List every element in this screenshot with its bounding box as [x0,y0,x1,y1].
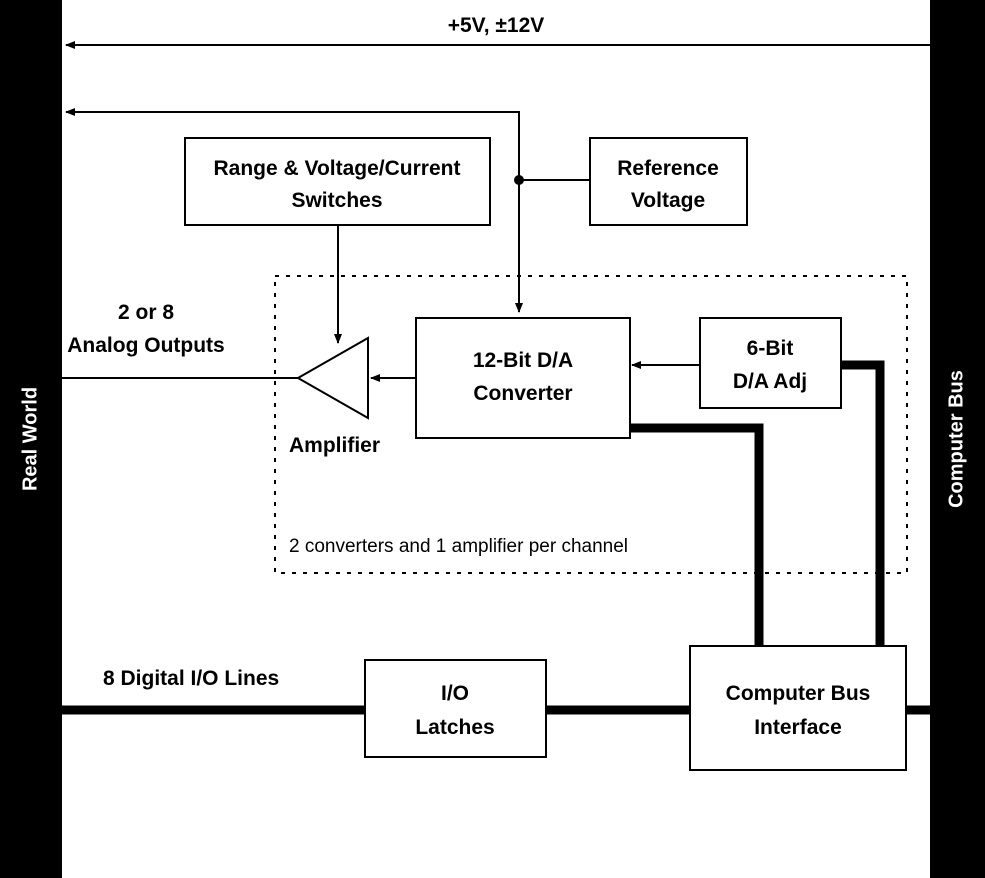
adj-bus-line [841,360,885,646]
dac-6bit-block: 6-Bit D/A Adj [699,317,842,409]
amplifier-symbol [295,336,369,420]
range-switches-block: Range & Voltage/Current Switches [184,137,491,226]
dac-6bit-line2: D/A Adj [733,370,807,393]
reference-voltage-block: Reference Voltage [589,137,748,226]
dac-12bit-line1: 12-Bit D/A [473,349,573,372]
amplifier-label: Amplifier [289,434,380,457]
dac-12bit-line2: Converter [473,382,572,405]
dac-6bit-line1: 6-Bit [747,337,794,360]
real-world-label: Real World [19,387,41,491]
power-label: +5V, ±12V [448,14,545,37]
digital-io-label: 8 Digital I/O Lines [103,667,279,690]
reference-voltage-line2: Voltage [631,189,705,212]
dac-bus-line [630,423,764,646]
dac-12bit-block: 12-Bit D/A Converter [415,317,631,439]
range-switches-line2: Switches [291,189,382,212]
range-switches-line1: Range & Voltage/Current [214,157,461,180]
io-latches-line2: Latches [415,716,494,739]
io-latches-block: I/O Latches [364,659,547,758]
channel-boundary [274,275,908,574]
analog-outputs-count: 2 or 8 [118,301,174,324]
reference-voltage-line1: Reference [617,157,719,180]
computer-bus-bar [930,0,985,878]
per-channel-note: 2 converters and 1 amplifier per channel [289,536,628,557]
bus-interface-line2: Interface [754,716,842,739]
bus-interface-line1: Computer Bus [726,682,871,705]
bus-interface-block: Computer Bus Interface [689,645,907,771]
computer-bus-label: Computer Bus [945,370,967,508]
junction-dot [514,175,524,185]
analog-outputs-label: Analog Outputs [67,334,224,357]
real-world-bar [0,0,62,878]
io-latches-line1: I/O [441,682,469,705]
